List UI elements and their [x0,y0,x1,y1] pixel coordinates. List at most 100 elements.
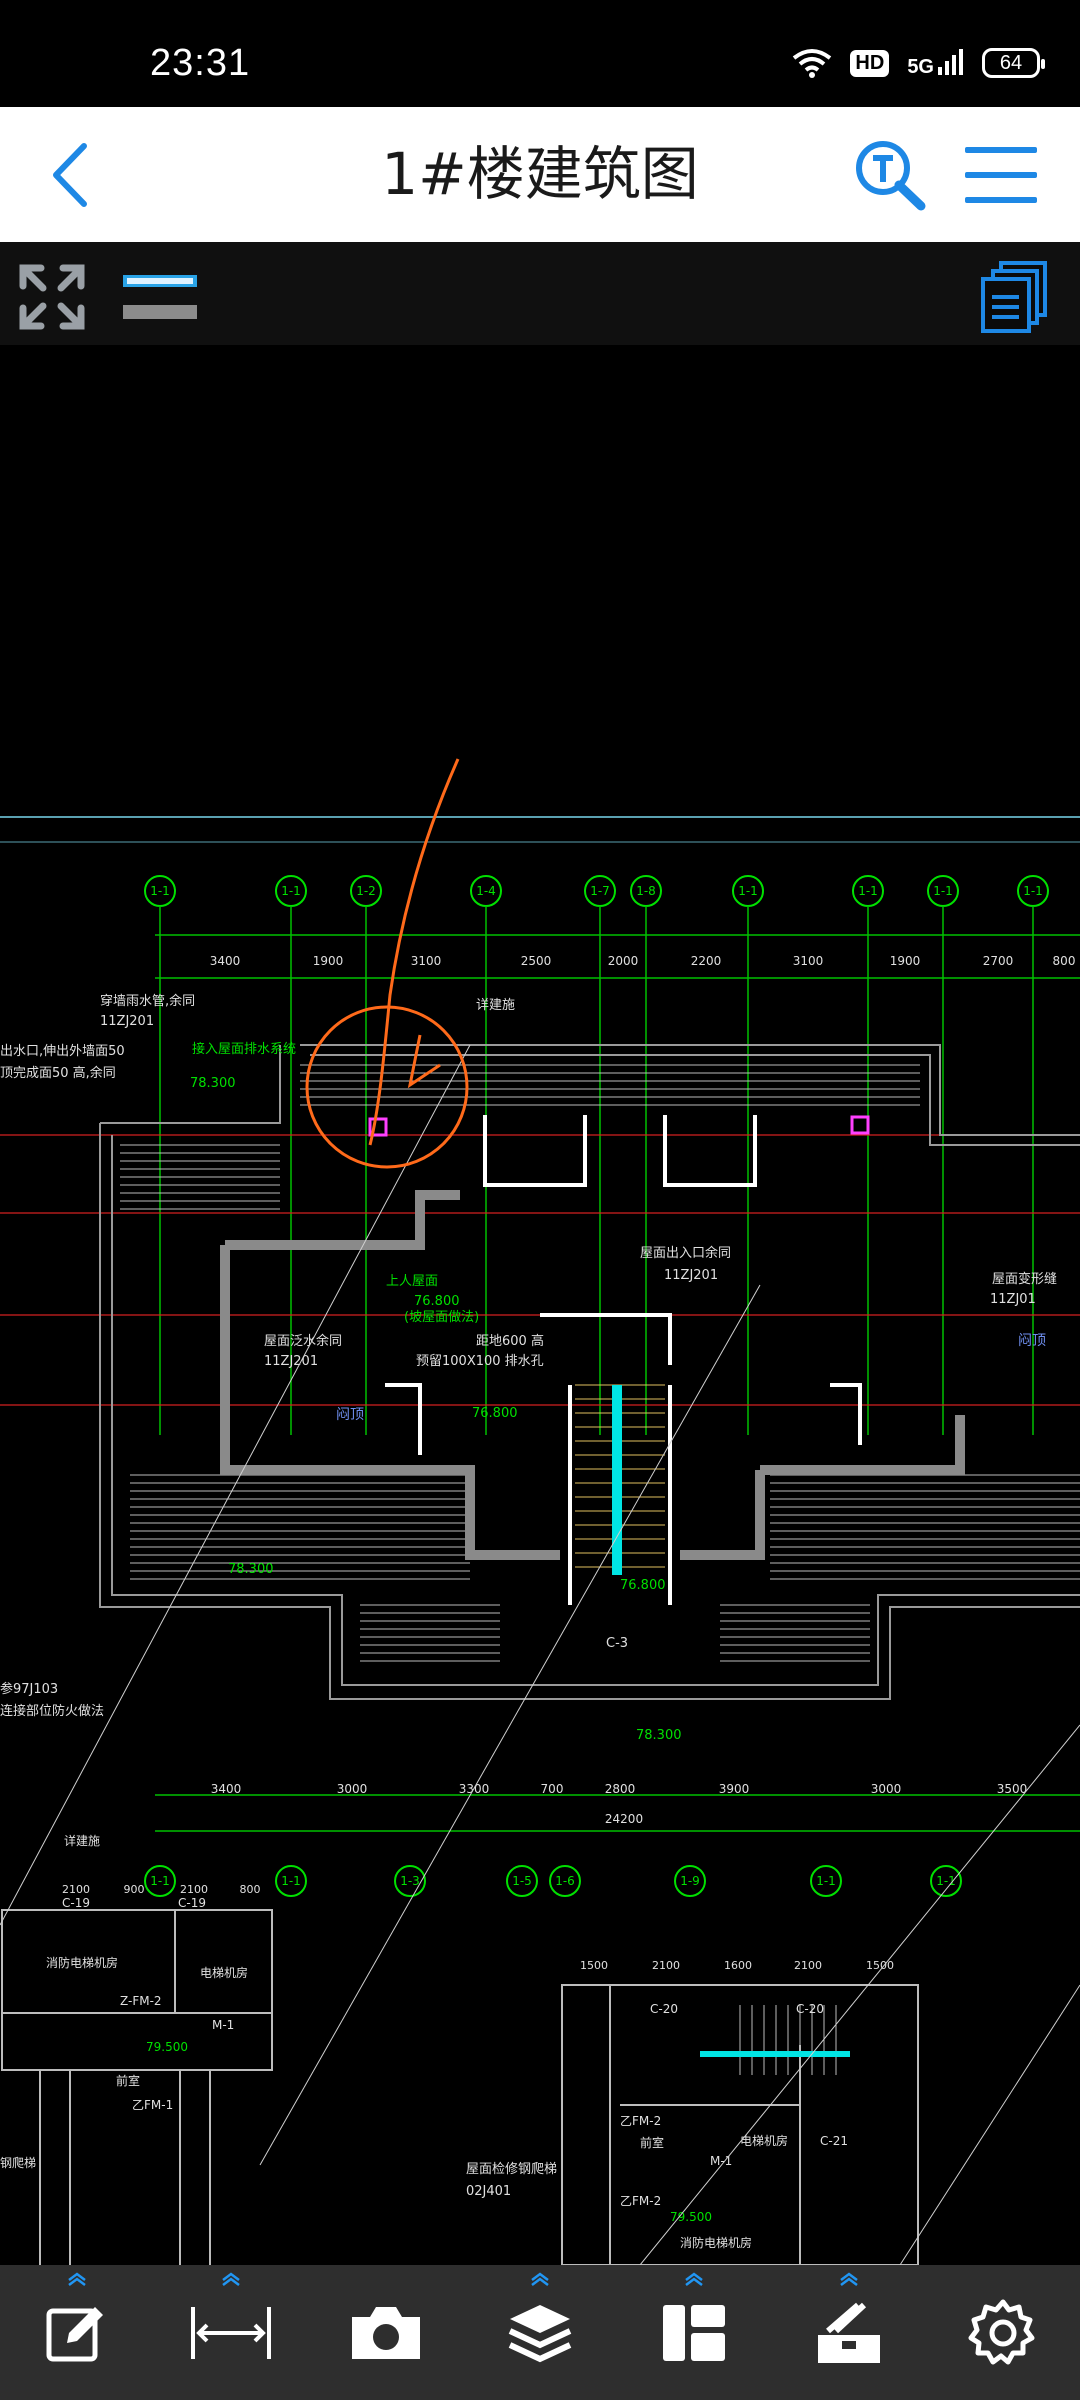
dimension-label: 1900 [313,954,344,968]
window-label: C-20 [796,2002,824,2016]
layers-button[interactable] [463,2265,617,2400]
dimension-label: 1600 [724,1959,752,1972]
room-label: 消防电梯机房 [46,1955,118,1970]
axis-label: 1-1 [933,884,953,898]
battery-indicator: 64 [982,48,1045,78]
markup-annotation [305,758,469,1169]
page-title: 1#楼建筑图 [381,140,699,208]
axis-label: 1-1 [281,1874,301,1888]
text-search-icon [856,140,926,210]
axis-label: 1-5 [512,1874,532,1888]
fullscreen-icon [19,264,85,330]
dimension-label: 2800 [605,1782,636,1796]
axis-label: 1-4 [476,884,496,898]
room-label: 电梯机房 [200,1965,248,1980]
cad-drawing: 1-1 1-1 1-2 1-4 1-7 1-8 1-1 1-1 1-1 1-1 … [0,758,1080,2265]
elevation-label: 78.300 [190,1076,236,1091]
door-label: Z-FM-2 [120,1994,162,2008]
drawing-note: 预留100X100 排水孔 [416,1354,544,1369]
elevation-label: 79.500 [146,2040,188,2054]
elevation-label: 78.300 [636,1728,682,1743]
dimension-label: 3400 [210,954,241,968]
drawing-canvas[interactable]: 1-1 1-1 1-2 1-4 1-7 1-8 1-1 1-1 1-1 1-1 … [0,345,1080,2265]
drawing-note: 详建施 [476,998,515,1013]
status-bar: 23:31 HD 5G 64 [0,0,1080,107]
dimension-label: 3400 [211,1782,242,1796]
dimension-label: 2100 [794,1959,822,1972]
tools-icon [817,2302,880,2363]
axis-label: 1-7 [590,884,610,898]
fullscreen-button[interactable] [15,260,89,334]
edit-button[interactable] [0,2265,154,2400]
elevation-label: 78.300 [228,1562,274,1577]
network-type: 5G [907,56,934,78]
chevron-up-icon [839,2272,858,2286]
door-label: M-1 [212,2018,234,2032]
door-label: M-1 [710,2154,732,2168]
axis-label: 1-1 [281,884,301,898]
tools-button[interactable] [771,2265,925,2400]
pages-button[interactable] [975,257,1055,337]
detail-plan-left [1,1909,273,2265]
dimension-label: 800 [1053,954,1076,968]
camera-icon [351,2306,420,2359]
axis-label: 1-1 [150,884,170,898]
dimension-label: 1900 [890,954,921,968]
axis-label: 1-1 [858,884,878,898]
settings-icon [968,2299,1035,2364]
drawing-note: 参97J103 [0,1681,58,1697]
door-label: 乙FM-2 [620,2194,661,2208]
line-style-button[interactable] [120,262,200,332]
chevron-up-icon [531,2272,549,2286]
dimension-label: 2200 [691,954,722,968]
drawing-note: 屋面检修钢爬梯 [466,2162,557,2177]
dimension-label: 3000 [337,1782,368,1796]
door-label: 乙FM-1 [132,2098,173,2112]
settings-button[interactable] [926,2265,1080,2400]
camera-button[interactable] [309,2265,463,2400]
measure-icon [191,2306,272,2359]
layout-pages-icon [981,261,1047,333]
menu-icon [965,146,1037,203]
text-search-button[interactable] [850,132,930,217]
chevron-up-icon [68,2272,86,2286]
drawing-note: 屋面变形缝 [992,1271,1057,1287]
edit-icon [46,2306,104,2361]
drawing-note: 02J401 [466,2184,511,2199]
dimension-label: 2100 [652,1959,680,1972]
viewer-toolbar [0,242,1080,345]
room-label: 前室 [640,2135,664,2150]
axis-label: 1-1 [738,884,758,898]
dimension-label: 3100 [411,954,442,968]
room-label: 前室 [116,2073,140,2088]
wifi-icon [793,49,832,78]
room-label: 闷顶 [1018,1333,1046,1349]
back-button[interactable] [30,132,110,217]
drawing-note: 屋面出入口余同 [640,1245,731,1261]
drawing-note: 连接部位防火做法 [0,1703,104,1719]
window-label: C-21 [820,2134,848,2148]
axis-label: 1-3 [400,1874,420,1888]
axis-label: 1-2 [356,884,376,898]
measure-button[interactable] [154,2265,308,2400]
status-time: 23:31 [150,42,251,84]
drawing-note: 11ZJ201 [664,1268,718,1283]
drawing-note: 穿墙雨水管,余同 [100,993,195,1009]
signal-icon [938,49,963,75]
room-label: 电梯机房 [740,2133,788,2148]
dimension-label: 3100 [793,954,824,968]
hd-badge: HD [850,49,890,77]
dimension-label: 2700 [983,954,1014,968]
signal-group: 5G [907,49,964,77]
layout-button[interactable] [617,2265,771,2400]
menu-button[interactable] [960,137,1042,212]
dimension-label: 2100 [62,1883,90,1896]
axis-label: 1-1 [816,1874,836,1888]
dimension-label: 2100 [180,1883,208,1896]
axis-label: 1-1 [150,1874,170,1888]
axis-label: 1-8 [636,884,656,898]
dimension-label: 700 [541,1782,564,1796]
dimension-label: 3500 [997,1782,1028,1796]
drawing-note: 屋面泛水余同 [264,1333,342,1349]
drawing-note: 距地600 高 [476,1333,544,1349]
